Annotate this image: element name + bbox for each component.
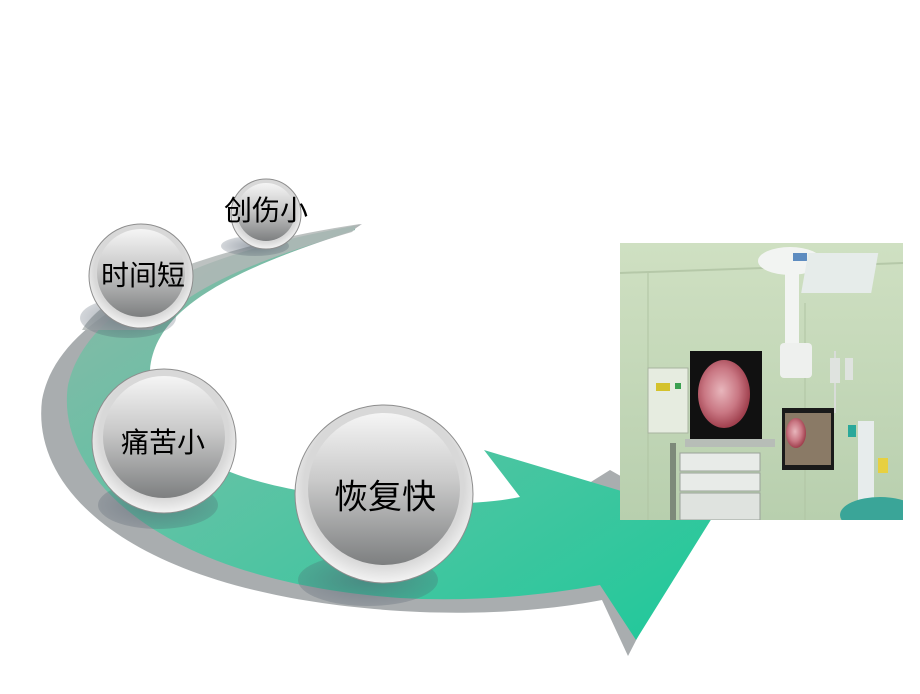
bubble-recovery (294, 404, 474, 584)
bubble-time (88, 223, 194, 329)
bubble-label-recovery: 恢复快 (334, 477, 436, 518)
bubble-trauma (230, 178, 302, 250)
arrow-body (66, 226, 713, 640)
bubble-label-time: 时间短 (100, 259, 186, 292)
bubble-label-trauma: 创伤小 (223, 194, 309, 227)
bubble-label-pain: 痛苦小 (120, 426, 206, 459)
operating-room-photo (620, 243, 903, 520)
bubble-pain (91, 368, 237, 514)
